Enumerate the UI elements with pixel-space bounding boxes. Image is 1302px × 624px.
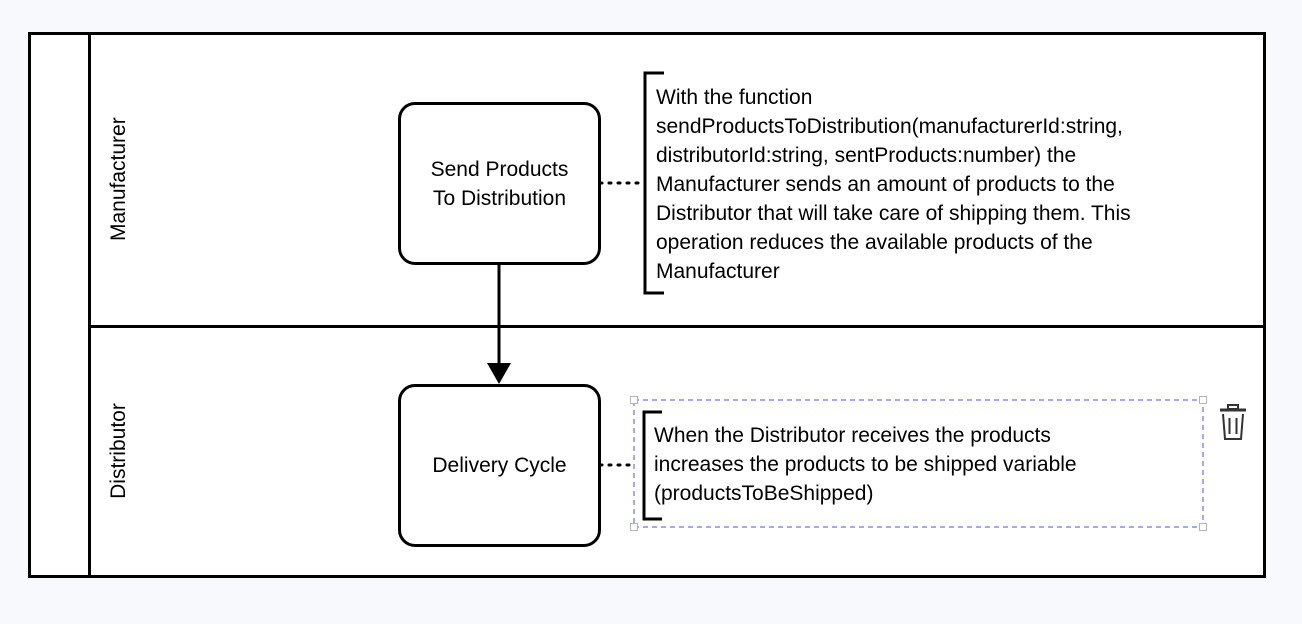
selection-outline — [633, 399, 1204, 528]
pool-border — [28, 32, 1266, 578]
resize-handle-bottom-right[interactable] — [1199, 523, 1207, 531]
lane-label-distributor: Distributor — [107, 403, 130, 499]
annotation-send-text[interactable]: With the function sendProductsToDistribu… — [656, 86, 1131, 283]
resize-handle-top-left[interactable] — [630, 396, 638, 404]
trash-icon[interactable] — [1217, 402, 1249, 442]
annotation-bracket-send — [643, 71, 664, 295]
annotation-bracket-delivery — [642, 410, 662, 521]
task-send-products-label: Send Products To Distribution — [430, 157, 569, 210]
annotation-delivery-text[interactable]: When the Distributor receives the produc… — [654, 424, 1077, 505]
task-send-products[interactable]: Send Products To Distribution — [398, 102, 601, 265]
resize-handle-bottom-left[interactable] — [630, 523, 638, 531]
task-delivery-cycle-label: Delivery Cycle — [432, 454, 567, 477]
lane-label-manufacturer: Manufacturer — [107, 117, 130, 241]
task-delivery-cycle[interactable]: Delivery Cycle — [398, 384, 601, 547]
sequence-flow-arrowhead — [487, 363, 511, 384]
resize-handle-top-right[interactable] — [1199, 396, 1207, 404]
